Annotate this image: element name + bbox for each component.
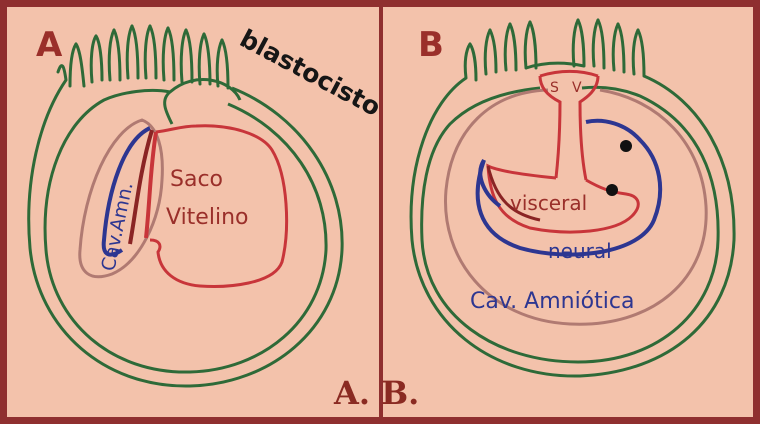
- panel-b-sv-stalk: [538, 70, 600, 181]
- panel-b-outer-membrane: [409, 61, 736, 378]
- panel-a-villi: [56, 24, 230, 90]
- panel-b-villi: [463, 18, 646, 82]
- vitelino-label: Vitelino: [166, 205, 248, 230]
- panel-b-letter: B: [418, 25, 444, 65]
- panel-b-neural-inner: [478, 158, 502, 208]
- panel-a-embryoblast-loop: [163, 78, 242, 125]
- sv-v-label: V: [572, 80, 582, 96]
- cav-amniotica-label: Cav. Amniótica: [470, 289, 634, 314]
- panel-b-dot-lower: [606, 184, 618, 196]
- panel-a-disc-red: [144, 131, 158, 239]
- panel-a-yolk-sac: [149, 124, 289, 288]
- panel-a-amnion-line: [101, 126, 151, 257]
- panel-a-outer-membrane: [27, 79, 344, 388]
- panel-b-dot-upper: [620, 140, 632, 152]
- sv-s-label: S: [550, 80, 559, 96]
- panel-b-inner-membrane: [420, 85, 720, 364]
- panel-b-visceral-dark: [486, 165, 541, 222]
- panel-a-inner-membrane: [43, 88, 328, 374]
- panel-b-mauve-line: [444, 88, 708, 326]
- visceral-label: visceral: [510, 191, 587, 215]
- panel-b-neural-layer: [475, 118, 663, 257]
- panel-a-mauve-outline: [78, 118, 164, 279]
- panel-b-visceral-layer: [486, 163, 640, 234]
- footer-caption: A. B.: [333, 374, 419, 412]
- panel-a-disc-dark: [128, 129, 154, 245]
- neural-label: neural: [548, 239, 612, 263]
- panel-a-letter: A: [36, 25, 63, 65]
- saco-label: Saco: [170, 167, 223, 192]
